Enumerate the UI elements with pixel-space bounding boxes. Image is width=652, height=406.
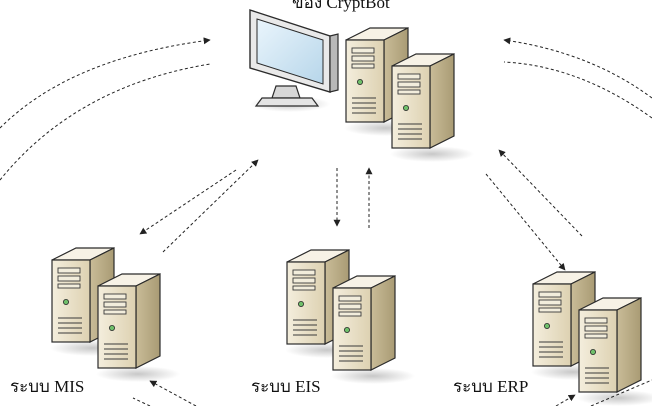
arrow-hub-to-mis <box>139 169 237 235</box>
mis-system-label: ระบบ MIS <box>10 377 85 396</box>
arrow-mis-to-hub <box>162 159 259 253</box>
hub-label: ของ CryptBot™ <box>292 0 397 11</box>
arrow-bottom-to-erp <box>555 394 576 406</box>
arc-right-to-hub <box>503 37 652 99</box>
hub-label-text: ของ CryptBot <box>292 0 390 12</box>
arrow-bottom-to-mis <box>149 380 197 406</box>
arrow-erp-to-hub <box>498 149 583 237</box>
erp-system-label: ระบบ ERP <box>453 377 529 396</box>
monitor-icon <box>249 9 339 112</box>
arc-right-outer <box>503 61 652 119</box>
eis-server-icon <box>285 250 415 384</box>
arrow-bottom-left <box>132 397 151 406</box>
hub-server-icon <box>344 28 474 162</box>
trademark-mark: ™ <box>390 0 397 1</box>
arc-left-outer <box>0 63 211 181</box>
mis-server-icon <box>50 248 180 382</box>
hub-node <box>249 9 474 162</box>
arc-left-to-hub <box>0 37 211 129</box>
arrow-bottom-right <box>590 379 652 406</box>
eis-system-label: ระบบ EIS <box>251 377 321 396</box>
arrow-hub-to-erp <box>485 173 566 271</box>
erp-server-icon <box>531 272 652 406</box>
